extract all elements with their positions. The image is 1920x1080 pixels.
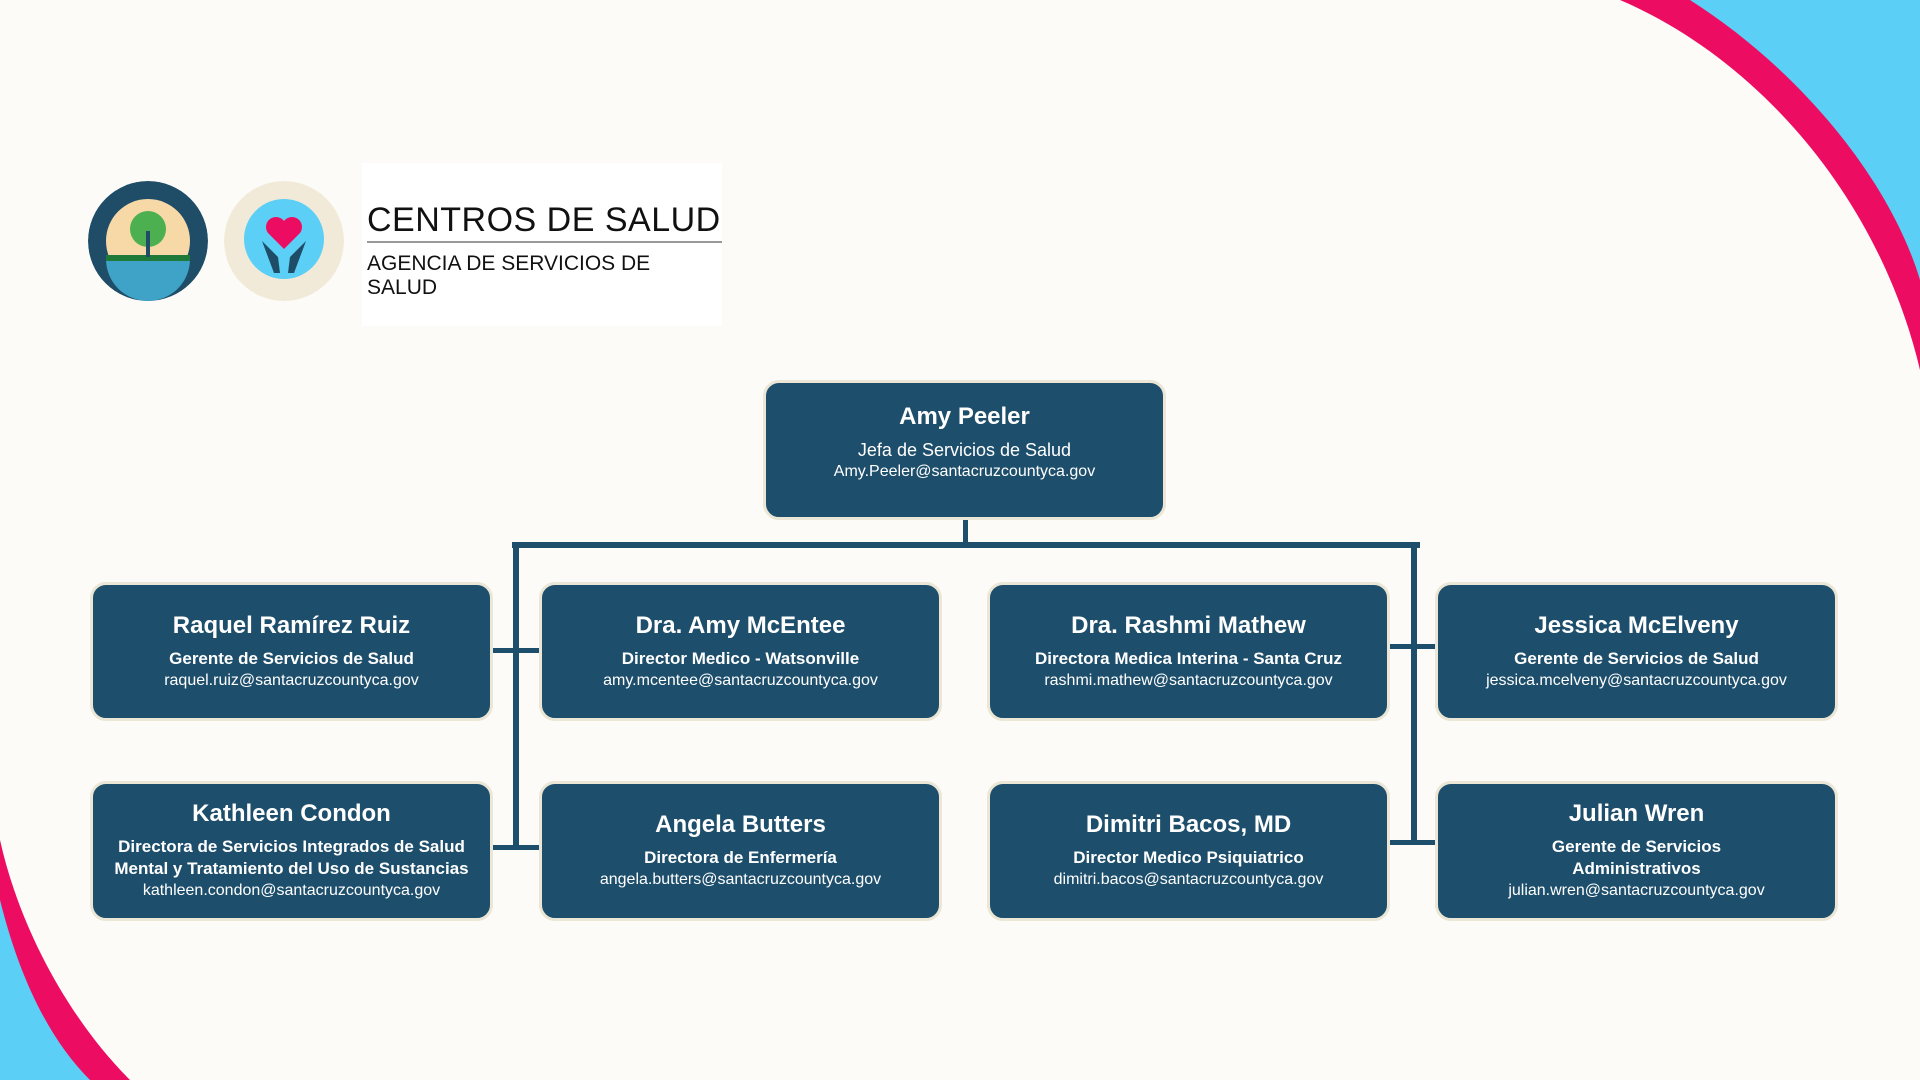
person-email: angela.butters@santacruzcountyca.gov	[599, 871, 882, 888]
person-email: rashmi.mathew@santacruzcountyca.gov	[1044, 671, 1333, 689]
health-services-agency-logo	[88, 181, 208, 301]
decorative-corner-top-right	[1620, 0, 1920, 370]
person-role: Gerente de Servicios de Salud	[1514, 648, 1759, 668]
connector	[1411, 542, 1417, 844]
person-name: Dra. Rashmi Mathew	[1071, 611, 1306, 639]
connector	[963, 519, 968, 547]
person-email: amy.mcentee@santacruzcountyca.gov	[603, 671, 878, 689]
person-name: Dra. Amy McEntee	[635, 611, 846, 639]
person-email: kathleen.condon@santacruzcountyca.gov	[142, 882, 441, 899]
staff-card: Dra. Rashmi Mathew Directora Medica Inte…	[987, 582, 1390, 721]
staff-card: Kathleen Condon Directora de Servicios I…	[90, 781, 493, 921]
staff-card: Raquel Ramírez Ruiz Gerente de Servicios…	[90, 582, 493, 721]
connector	[1389, 644, 1436, 649]
staff-card: Dimitri Bacos, MD Director Medico Psiqui…	[987, 781, 1390, 921]
health-centers-logo	[224, 181, 344, 301]
title-divider	[367, 241, 722, 243]
staff-card: Angela Butters Directora de Enfermería a…	[539, 781, 942, 921]
person-email: Amy.Peeler@santacruzcountyca.gov	[833, 463, 1096, 480]
person-name: Raquel Ramírez Ruiz	[172, 611, 411, 639]
person-role: Director Medico Psiquiatrico	[1073, 848, 1304, 867]
page-title: CENTROS DE SALUD	[367, 201, 721, 239]
person-name: Angela Butters	[655, 811, 826, 838]
person-role: Directora de Enfermería	[644, 848, 837, 867]
person-role: Gerente de Servicios Administrativos	[1551, 837, 1722, 878]
connector	[491, 648, 540, 653]
person-role: Gerente de Servicios de Salud	[169, 648, 414, 668]
person-email: raquel.ruiz@santacruzcountyca.gov	[164, 671, 419, 689]
staff-card: Julian Wren Gerente de Servicios Adminis…	[1435, 781, 1838, 921]
connector	[512, 542, 1420, 548]
decorative-corner-bottom-left	[0, 840, 130, 1080]
person-name: Kathleen Condon	[192, 800, 391, 827]
person-role: Jefa de Servicios de Salud	[857, 440, 1072, 460]
person-name: Dimitri Bacos, MD	[1085, 811, 1292, 838]
person-name: Jessica McElveny	[1534, 611, 1739, 639]
person-name: Julian Wren	[1568, 800, 1705, 827]
person-role: Directora Medica Interina - Santa Cruz	[1034, 648, 1343, 668]
connector	[491, 845, 540, 850]
person-role: Director Medico - Watsonville	[621, 648, 860, 668]
person-role: Directora de Servicios Integrados de Sal…	[114, 837, 469, 878]
person-email: julian.wren@santacruzcountyca.gov	[1508, 882, 1765, 899]
staff-card: Jessica McElveny Gerente de Servicios de…	[1435, 582, 1838, 721]
person-email: dimitri.bacos@santacruzcountyca.gov	[1053, 871, 1324, 888]
staff-card: Dra. Amy McEntee Director Medico - Watso…	[539, 582, 942, 721]
chief-card: Amy Peeler Jefa de Servicios de Salud Am…	[763, 380, 1166, 520]
header: CENTROS DE SALUD AGENCIA DE SERVICIOS DE…	[362, 163, 722, 326]
person-name: Amy Peeler	[899, 403, 1030, 430]
person-email: jessica.mcelveny@santacruzcountyca.gov	[1486, 671, 1787, 689]
connector	[1389, 840, 1436, 845]
page-subtitle: AGENCIA DE SERVICIOS DE SALUD	[367, 252, 651, 299]
connector	[513, 542, 519, 849]
